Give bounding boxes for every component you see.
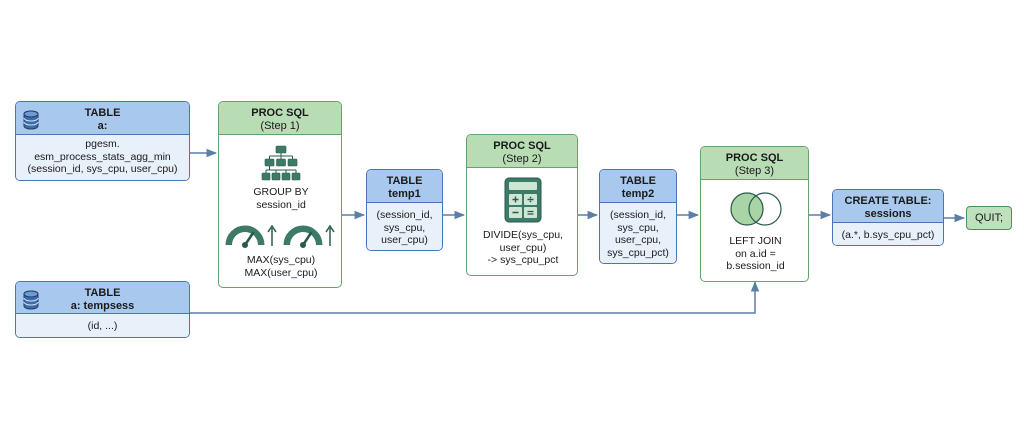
proc-sql-step2-header: PROC SQL (Step 2) [467, 135, 577, 168]
source-table-b-name: a: tempsess [70, 300, 135, 312]
quit-label: QUIT; [974, 212, 1004, 224]
temp1-col2: sys_cpu, [383, 221, 426, 234]
aggregate-line2: MAX(user_cpu) [244, 266, 318, 279]
hierarchy-icon [261, 145, 301, 181]
source-table-a-db: pgesm. [85, 138, 120, 150]
calculator-icon [504, 177, 542, 223]
proc-sql-step3-step: (Step 3) [734, 165, 775, 177]
temp2-col1: (session_id, [609, 209, 667, 221]
temp2-header: TABLE temp2 [600, 170, 676, 203]
create-table-label: CREATE TABLE: [844, 195, 932, 207]
database-icon [23, 290, 39, 310]
proc-sql-step2-title: PROC SQL [493, 140, 551, 152]
proc-sql-step1-header: PROC SQL (Step 1) [219, 102, 341, 135]
source-table-a: TABLE a: pgesm. esm_process_stats_agg_mi… [15, 101, 190, 181]
temp1-col1: (session_id, [376, 209, 433, 221]
temp2-name: temp2 [621, 188, 655, 200]
join-line1: LEFT JOIN [729, 235, 782, 247]
temp1-label: TABLE [386, 175, 423, 187]
join-line2: on a.id = [735, 247, 776, 260]
group-by-line2: session_id [256, 198, 306, 211]
temp2-col4: sys_cpu_pct) [607, 246, 669, 259]
join-line3: b.session_id [726, 260, 785, 272]
temp2-table: TABLE temp2 (session_id, sys_cpu, user_c… [599, 169, 677, 264]
create-table-columns: (a.*, b.sys_cpu_pct) [841, 229, 935, 241]
temp1-col3: user_cpu) [381, 234, 428, 246]
temp2-col3: user_cpu, [614, 234, 662, 246]
temp1-name: temp1 [388, 188, 421, 200]
source-table-b-body: (id, ...) [16, 314, 189, 337]
source-table-a-name: a: [97, 120, 108, 132]
temp1-body: (session_id, sys_cpu, user_cpu) [367, 203, 442, 250]
proc-sql-step3-title: PROC SQL [725, 152, 784, 164]
proc-sql-step1-title: PROC SQL [251, 107, 309, 119]
temp2-body: (session_id, sys_cpu, user_cpu, sys_cpu_… [600, 203, 676, 263]
divide-line2: user_cpu) [499, 241, 547, 254]
source-table-a-table: esm_process_stats_agg_min [34, 150, 171, 163]
group-by-line1: GROUP BY [253, 186, 309, 198]
proc-sql-step1: PROC SQL (Step 1) GROUP BY session_id [218, 101, 342, 288]
aggregate-text: MAX(sys_cpu) MAX(user_cpu) [219, 254, 341, 279]
source-table-b-header: TABLE a: tempsess [16, 282, 189, 314]
create-table-name: sessions [864, 208, 912, 220]
temp2-col2: sys_cpu, [617, 221, 659, 234]
divide-text: DIVIDE(sys_cpu, user_cpu) -> sys_cpu_pct [467, 229, 577, 267]
create-table-header: CREATE TABLE: sessions [833, 190, 943, 223]
source-table-a-label: TABLE [84, 107, 121, 119]
arrow-source-b-to-step3 [190, 280, 760, 314]
divide-line1: DIVIDE(sys_cpu, [483, 229, 563, 241]
aggregate-line1: MAX(sys_cpu) [246, 254, 316, 266]
proc-sql-step2: PROC SQL (Step 2) DIVIDE(sys_cpu, user_c… [466, 134, 578, 276]
temp1-header: TABLE temp1 [367, 170, 442, 203]
source-table-a-header: TABLE a: [16, 102, 189, 135]
create-table-sessions: CREATE TABLE: sessions (a.*, b.sys_cpu_p… [832, 189, 944, 246]
proc-sql-step3-header: PROC SQL (Step 3) [701, 147, 808, 180]
source-table-b-columns: (id, ...) [87, 320, 118, 332]
gauge-icon [283, 224, 335, 248]
source-table-a-body: pgesm. esm_process_stats_agg_min (sessio… [16, 135, 189, 180]
source-table-b: TABLE a: tempsess (id, ...) [15, 281, 190, 338]
quit-node: QUIT; [966, 206, 1012, 230]
source-table-a-columns: (session_id, sys_cpu, user_cpu) [27, 163, 178, 175]
source-table-b-label: TABLE [84, 287, 121, 299]
gauge-icon [225, 224, 277, 248]
temp2-label: TABLE [620, 175, 656, 187]
proc-sql-step3: PROC SQL (Step 3) LEFT JOIN on a.id = b.… [700, 146, 809, 282]
create-table-body: (a.*, b.sys_cpu_pct) [833, 223, 943, 245]
temp1-table: TABLE temp1 (session_id, sys_cpu, user_c… [366, 169, 443, 251]
divide-line3: -> sys_cpu_pct [487, 254, 559, 266]
join-text: LEFT JOIN on a.id = b.session_id [701, 235, 808, 273]
proc-sql-step2-step: (Step 2) [502, 153, 542, 165]
group-by-text: GROUP BY session_id [219, 186, 341, 211]
proc-sql-step1-step: (Step 1) [260, 120, 300, 132]
venn-join-icon [730, 192, 782, 226]
database-icon [23, 110, 39, 130]
